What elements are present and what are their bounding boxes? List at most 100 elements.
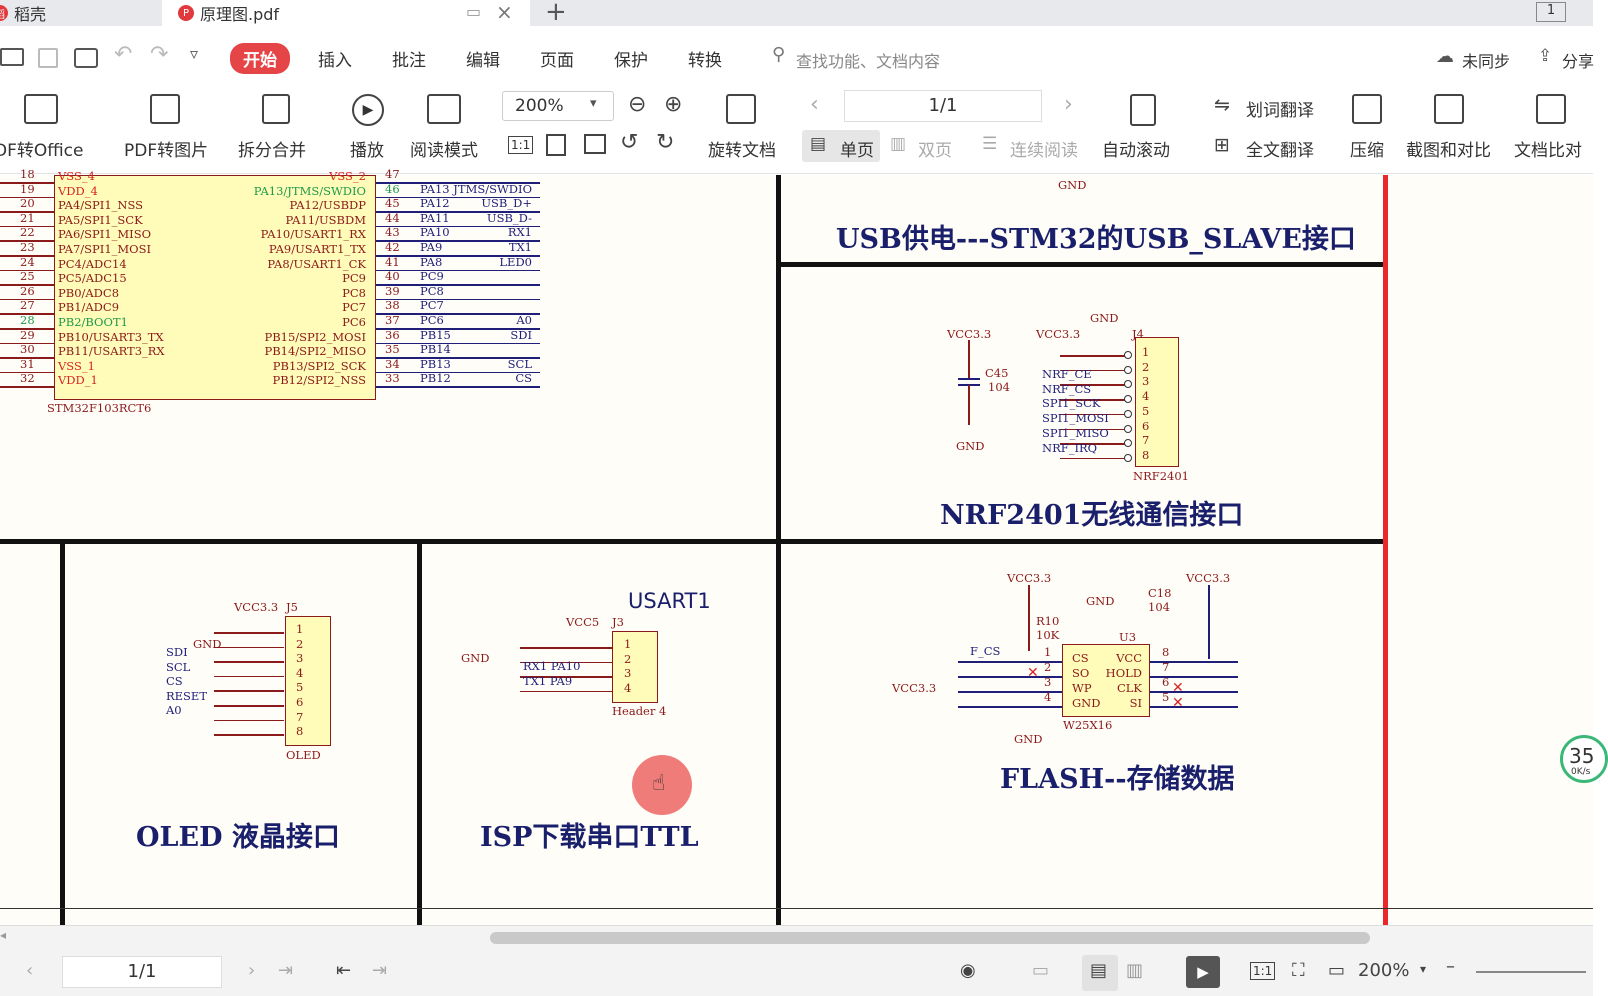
status-bar: ◂ ‹ 1/1 › ⇥ ⇤ ⇥ ◉ ▭ ▤ ▥ ▶ 1:1 ⛶ ▭ 200% ▾… [0,925,1593,996]
oled-net-label: SCL [166,659,191,674]
nrf-net-label: SPI1_SCK [1042,396,1101,411]
single-page-button[interactable]: 单页 [840,141,874,161]
split-merge-button[interactable]: 拆分合并 [238,141,306,161]
doc-compare-button[interactable]: 文档比对 [1514,141,1582,161]
prev-page-icon[interactable]: ‹ [810,92,819,117]
zoom-out-icon[interactable]: – [1446,956,1455,977]
menu-protect[interactable]: 保护 [614,51,648,71]
last-page-icon[interactable]: ⇥ [278,960,294,981]
status-zoom-value[interactable]: 200% [1358,960,1410,981]
actual-size-icon[interactable]: 1:1 [1250,962,1276,980]
mcu-left-pin-label: VDD_1 [58,373,98,388]
rotate-left-icon[interactable]: ↺ [620,130,639,155]
more-dropdown-icon[interactable]: ▿ [190,44,199,63]
flash-left-pin-number: 3 [1044,675,1052,689]
horizontal-scrollbar[interactable] [490,932,1370,944]
rotate-doc-button[interactable]: 旋转文档 [708,141,776,161]
rotate-right-icon[interactable]: ↻ [656,130,675,155]
mcu-left-pin-wire [0,371,54,374]
prev-page-icon[interactable]: ‹ [26,960,34,981]
mcu-left-pin-wire [0,284,54,286]
usb-gnd-label: GND [1058,178,1087,192]
fit-width-icon[interactable]: ▭ [1328,960,1346,981]
next-page-icon[interactable]: › [248,960,256,981]
tab-pdf-document[interactable]: P 原理图.pdf ▭ × [162,0,530,26]
auto-scroll-button[interactable]: 自动滚动 [1102,141,1170,161]
word-translate-icon: ⇋ [1214,94,1230,116]
read-mode-icon [427,94,461,124]
forward-icon[interactable]: ⇥ [372,960,388,981]
single-page-view-active[interactable] [1082,955,1118,991]
page-count-indicator[interactable]: 1 [1536,2,1566,22]
nrf-vcc-label: VCC3.3 [1036,327,1081,341]
compress-button[interactable]: 压缩 [1350,141,1384,161]
share-button[interactable]: 分享 [1562,52,1595,71]
save-icon[interactable] [38,48,58,68]
network-speed-badge[interactable]: 35 0K/s [1560,735,1608,783]
menu-edit[interactable]: 编辑 [466,51,500,71]
nrf-pin-number: 7 [1142,433,1150,448]
page-view-icon[interactable]: ▭ [1032,960,1050,981]
menu-annotate[interactable]: 批注 [392,51,426,71]
zoom-dropdown-icon[interactable]: ▾ [1420,962,1427,976]
pdf-to-office-button[interactable]: DF转Office [0,141,84,161]
menu-convert[interactable]: 转换 [688,51,722,71]
read-mode-button[interactable]: 阅读模式 [410,141,478,161]
close-tab-icon[interactable]: × [496,0,513,24]
search-input[interactable]: 查找功能、文档内容 [796,52,941,71]
undo-icon[interactable]: ↶ [114,42,133,67]
zoom-out-icon[interactable]: ⊖ [628,92,647,117]
play-button[interactable]: 播放 [350,141,384,161]
mcu-right-pin-label: PA11/USBDM [285,212,366,227]
double-page-view-icon[interactable]: ▥ [1126,960,1144,981]
full-translate-button[interactable]: 全文翻译 [1246,141,1314,161]
share-icon: ⇪ [1538,46,1553,66]
fit-page-icon[interactable]: ⛶ [1292,960,1305,981]
open-folder-icon[interactable] [0,48,24,66]
scroll-left-icon[interactable]: ◂ [0,928,7,942]
new-tab-icon[interactable]: + [545,0,567,27]
mcu-net-label-2: USB_D+ [481,196,532,211]
actual-size-icon[interactable]: 1:1 [508,136,534,154]
page-number-input[interactable]: 1/1 [844,90,1042,122]
back-icon[interactable]: ⇤ [336,960,352,981]
mcu-right-pin-label: PA9/USART1_TX [268,242,366,256]
mcu-left-pin-label: PB2/BOOT1 [58,315,128,329]
pin-connector-circle [1124,365,1132,374]
zoom-in-icon[interactable]: ⊕ [664,92,683,117]
zoom-slider[interactable] [1476,971,1586,973]
menu-page[interactable]: 页面 [540,51,574,71]
redo-icon[interactable]: ↷ [150,42,169,67]
screenshot-compare-button[interactable]: 截图和对比 [1406,141,1491,161]
next-page-icon[interactable]: › [1064,92,1073,117]
nrf-pin-number: 3 [1142,374,1150,389]
flash-cap-value: 104 [1148,600,1170,614]
tab-docer[interactable]: 稻 稻壳 [0,0,162,26]
window-icon[interactable]: ▭ [466,2,482,21]
pdf-to-image-button[interactable]: PDF转图片 [124,141,209,161]
status-page-input[interactable]: 1/1 [62,956,222,988]
menu-insert[interactable]: 插入 [318,51,352,71]
sync-status[interactable]: 未同步 [1462,52,1511,71]
mcu-right-pin-wire [376,284,540,286]
pin-connector-circle [1124,395,1132,404]
mcu-left-pin-number: 31 [20,356,35,371]
isp-net-tx: TX1 PA9 [523,674,573,688]
menu-start[interactable]: 开始 [230,43,290,74]
fit-page-icon[interactable] [546,134,566,156]
single-page-view-icon: ▤ [1090,960,1108,981]
mcu-net-label: PB15 [420,327,451,342]
word-translate-button[interactable]: 划词翻译 [1246,101,1314,121]
play-slideshow-icon[interactable]: ▶ [1186,956,1220,988]
eye-protect-icon[interactable]: ◉ [960,960,976,981]
isp-pin-number: 4 [624,680,632,695]
oled-pin-number: 6 [296,695,304,709]
continuous-read-button[interactable]: 连续阅读 [1010,141,1078,161]
fit-width-icon[interactable] [584,134,606,154]
zoom-select[interactable]: 200% [502,91,614,121]
flash-left-pin-number: 2 [1044,660,1052,674]
pdf-file-icon: P [178,5,194,21]
print-icon[interactable] [74,48,98,68]
double-page-button[interactable]: 双页 [918,141,952,161]
